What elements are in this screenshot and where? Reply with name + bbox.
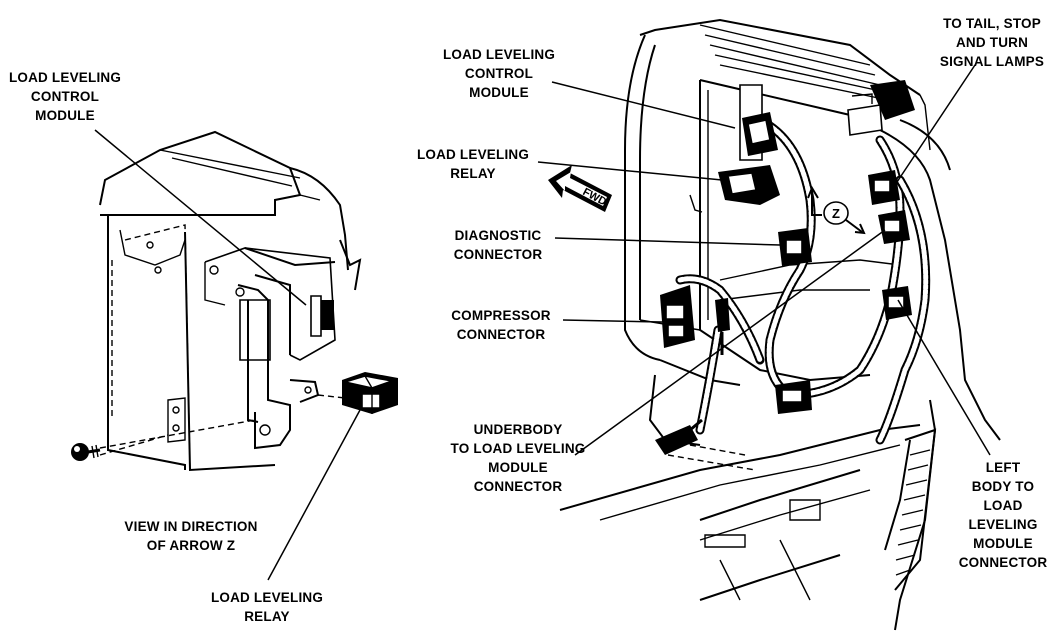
leader-diagnostic-connector	[555, 238, 780, 245]
label-line: LEFT	[985, 460, 1021, 475]
label-right-relay: LOAD LEVELING RELAY	[398, 145, 548, 183]
label-line: CONTROL	[30, 89, 100, 104]
label-tail-lamps: TO TAIL, STOP AND TURN SIGNAL LAMPS	[928, 14, 1056, 71]
leader-left-control-module	[95, 130, 306, 305]
label-line: UNDERBODY	[473, 422, 563, 437]
label-line: RELAY	[244, 609, 290, 624]
label-line: LOAD LEVELING	[416, 147, 530, 162]
label-line: SIGNAL LAMPS	[939, 54, 1045, 69]
z-arrow-label: Z	[832, 206, 840, 221]
label-line: CONNECTOR	[456, 327, 546, 342]
leader-underbody-connector	[575, 230, 885, 455]
inset-bolt	[71, 443, 100, 461]
label-line: MODULE	[488, 460, 548, 475]
inset-view-z	[71, 130, 398, 580]
label-line: RELAY	[450, 166, 496, 181]
diagnostic-connector-part	[778, 228, 812, 266]
label-line: LOAD LEVELING	[8, 70, 122, 85]
leader-right-control-module	[552, 82, 735, 128]
fwd-arrow: FWD	[548, 165, 612, 212]
lower-fastener	[655, 420, 755, 470]
label-left-control-module: LOAD LEVELING CONTROL MODULE	[0, 68, 130, 125]
label-line: CONNECTOR	[958, 555, 1048, 570]
label-underbody-connector: UNDERBODY TO LOAD LEVELING MODULE CONNEC…	[428, 420, 608, 496]
label-diagnostic-connector: DIAGNOSTIC CONNECTOR	[433, 226, 563, 264]
label-line: AND TURN	[955, 35, 1029, 50]
main-view: FWD Z	[538, 20, 1000, 630]
label-line: DIAGNOSTIC	[454, 228, 542, 243]
inset-bracket	[238, 285, 318, 448]
label-line: MODULE	[35, 108, 95, 123]
label-line: CONNECTOR	[453, 247, 543, 262]
main-relay	[690, 165, 780, 212]
label-line: MODULE	[469, 85, 529, 100]
label-line: LEVELING	[968, 517, 1038, 532]
leader-compressor-connector	[563, 320, 662, 322]
main-bolt	[715, 298, 730, 355]
leader-tail-lamps	[895, 65, 975, 185]
label-line: LOAD	[983, 498, 1023, 513]
label-view-direction: VIEW IN DIRECTION OF ARROW Z	[96, 517, 286, 555]
leader-right-relay	[538, 162, 722, 180]
label-line: COMPRESSOR	[451, 308, 551, 323]
label-line: TO TAIL, STOP	[943, 16, 1041, 31]
compressor-connector-part	[660, 285, 695, 348]
label-line: CONTROL	[464, 66, 534, 81]
label-left-relay: LOAD LEVELING RELAY	[192, 588, 342, 626]
z-arrow: Z	[808, 188, 864, 233]
inset-relay	[342, 372, 398, 414]
tail-lamp-lens	[895, 430, 935, 590]
label-line: VIEW IN DIRECTION	[124, 519, 258, 534]
label-line: OF ARROW Z	[146, 538, 236, 553]
leader-left-relay	[268, 410, 360, 580]
main-control-module	[740, 85, 778, 160]
label-line: TO LOAD LEVELING	[450, 441, 586, 456]
label-line: LOAD LEVELING	[210, 590, 324, 605]
leader-left-body-connector	[898, 300, 990, 455]
inset-control-module	[205, 248, 335, 360]
label-line: LOAD LEVELING	[442, 47, 556, 62]
label-line: BODY TO	[971, 479, 1035, 494]
label-compressor-connector: COMPRESSOR CONNECTOR	[436, 306, 566, 344]
label-right-control-module: LOAD LEVELING CONTROL MODULE	[424, 45, 574, 102]
label-line: CONNECTOR	[473, 479, 563, 494]
label-left-body-connector: LEFT BODY TO LOAD LEVELING MODULE CONNEC…	[950, 458, 1056, 572]
label-line: MODULE	[973, 536, 1033, 551]
